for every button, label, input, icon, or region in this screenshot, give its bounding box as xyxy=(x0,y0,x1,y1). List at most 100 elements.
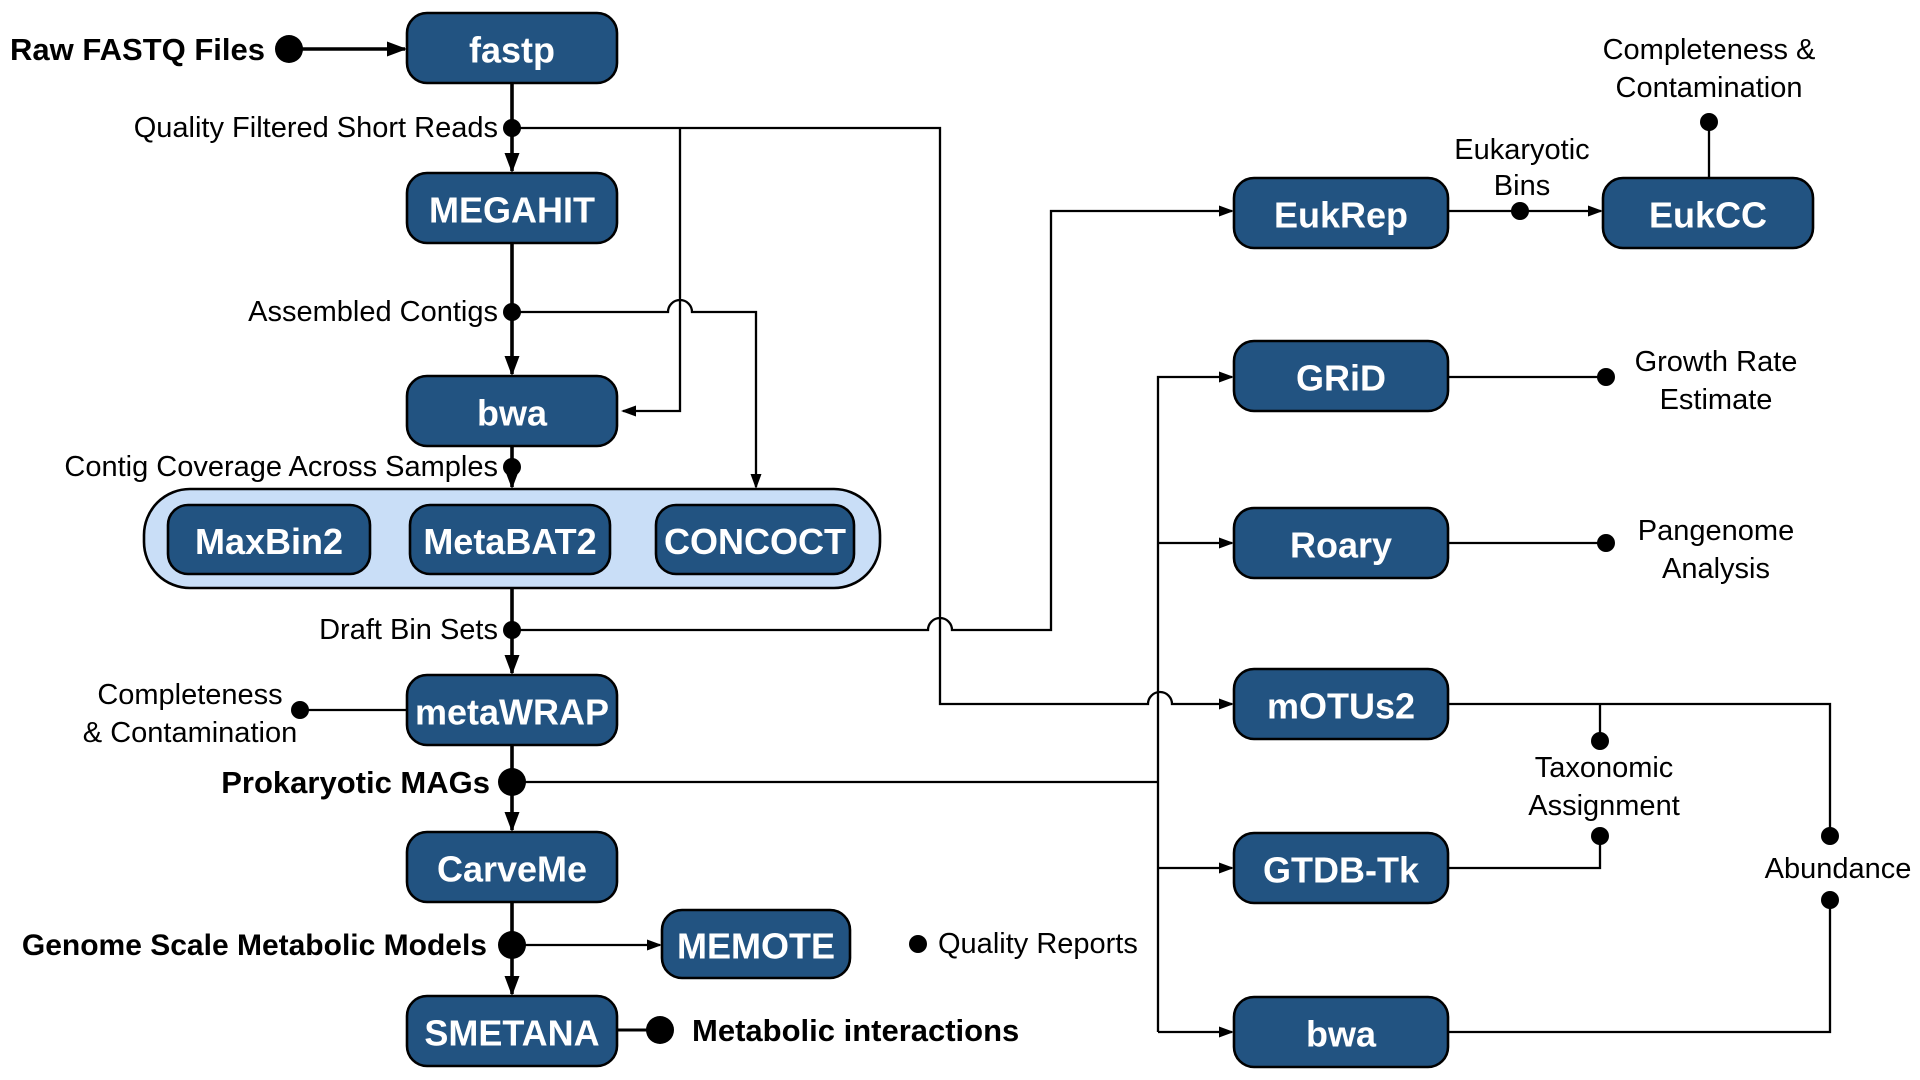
label-line-eukaryotic-bins-0: Eukaryotic xyxy=(1454,134,1589,166)
dot-prokaryotic-mags-dot xyxy=(498,768,526,796)
dot-taxonomic-top-dot xyxy=(1591,732,1609,750)
edge-bwa2-to-abundance xyxy=(1448,900,1832,1034)
edges-layer xyxy=(289,41,1832,1038)
node-label-bwa-1: bwa xyxy=(477,393,548,434)
dot-quality-reports-dot xyxy=(909,935,927,953)
edge-contigs-to-binning xyxy=(512,298,762,489)
label-line-assembled-contigs-0: Assembled Contigs xyxy=(248,296,498,328)
dot-abundance-top-dot xyxy=(1821,827,1839,845)
label-line-abundance-0: Abundance xyxy=(1765,853,1912,885)
label-line-genome-scale-models-0: Genome Scale Metabolic Models xyxy=(22,929,487,962)
dot-raw-fastq-dot xyxy=(275,35,303,63)
node-label-eukcc: EukCC xyxy=(1649,195,1767,236)
node-maxbin2: MaxBin2 xyxy=(166,503,372,576)
node-label-maxbin2: MaxBin2 xyxy=(195,521,343,562)
label-line-prokaryotic-mags-0: Prokaryotic MAGs xyxy=(221,765,490,800)
node-box-smetana xyxy=(405,994,619,1068)
node-eukrep: EukRep xyxy=(1232,176,1450,250)
label-raw-fastq-files: Raw FASTQ Files xyxy=(10,32,265,67)
node-label-metabat2: MetaBAT2 xyxy=(423,521,596,562)
node-smetana: SMETANA xyxy=(405,994,619,1068)
node-label-smetana: SMETANA xyxy=(424,1013,599,1054)
dot-metabolic-interactions-dot xyxy=(646,1016,674,1044)
label-completeness-contam-left: Completeness& Contamination xyxy=(83,679,297,749)
label-line-completeness-contam-top-1: Contamination xyxy=(1616,72,1803,104)
node-label-grid: GRiD xyxy=(1296,358,1386,399)
label-line-contig-coverage-0: Contig Coverage Across Samples xyxy=(64,451,498,483)
node-box-eukrep xyxy=(1232,176,1450,250)
dot-coverage-dot xyxy=(503,458,521,476)
label-assembled-contigs: Assembled Contigs xyxy=(248,296,498,328)
node-roary: Roary xyxy=(1232,506,1450,580)
node-eukcc: EukCC xyxy=(1601,176,1815,250)
node-concoct: CONCOCT xyxy=(654,503,856,576)
dot-reads-dot xyxy=(503,119,521,137)
label-line-growth-rate-estimate-1: Estimate xyxy=(1660,384,1773,416)
node-label-metawrap: metaWRAP xyxy=(415,692,609,733)
label-line-quality-filtered-reads-0: Quality Filtered Short Reads xyxy=(134,112,498,144)
label-line-taxonomic-assignment-1: Assignment xyxy=(1528,790,1680,822)
dot-abundance-bottom-dot xyxy=(1821,891,1839,909)
edge-reads-branch-to-bwa xyxy=(621,128,682,417)
label-line-eukaryotic-bins-1: Bins xyxy=(1494,170,1550,202)
dot-eukcc-completeness-dot xyxy=(1700,113,1718,131)
node-box-gtdbtk xyxy=(1232,831,1450,905)
dot-gsmm-dot xyxy=(498,931,526,959)
dot-growth-rate-dot xyxy=(1597,368,1615,386)
node-metawrap: metaWRAP xyxy=(405,673,619,747)
node-label-bwa-2: bwa xyxy=(1306,1014,1377,1055)
dot-completeness-dot xyxy=(291,701,309,719)
dot-draft-bins-dot xyxy=(503,621,521,639)
edge-gtdbtk-to-taxonomic xyxy=(1448,838,1602,870)
label-line-growth-rate-estimate-0: Growth Rate xyxy=(1635,346,1798,378)
label-line-quality-reports-0: Quality Reports xyxy=(938,928,1138,960)
node-box-carveme xyxy=(405,830,619,904)
label-contig-coverage: Contig Coverage Across Samples xyxy=(64,451,498,483)
label-prokaryotic-mags: Prokaryotic MAGs xyxy=(221,765,490,800)
edge-draftbins-to-eukrep xyxy=(512,205,1234,632)
node-box-concoct xyxy=(654,503,856,576)
node-label-eukrep: EukRep xyxy=(1274,195,1408,236)
label-line-draft-bin-sets-0: Draft Bin Sets xyxy=(319,614,498,646)
dot-contigs-dot xyxy=(503,303,521,321)
node-fastp: fastp xyxy=(405,11,619,85)
node-box-metabat2 xyxy=(408,503,612,576)
node-box-bwa-1 xyxy=(405,374,619,448)
node-label-concoct: CONCOCT xyxy=(664,521,846,562)
node-box-memote xyxy=(660,908,852,980)
edge-motus2-out xyxy=(1448,702,1832,836)
edge-mags-trunk-to-grid xyxy=(1156,371,1234,1032)
node-label-gtdbtk: GTDB-Tk xyxy=(1263,850,1420,891)
node-box-grid xyxy=(1232,339,1450,413)
node-metabat2: MetaBAT2 xyxy=(408,503,612,576)
label-draft-bin-sets: Draft Bin Sets xyxy=(319,614,498,646)
node-box-fastp xyxy=(405,11,619,85)
label-metabolic-interactions: Metabolic interactions xyxy=(692,1013,1019,1048)
dots-layer xyxy=(275,35,1839,1044)
node-box-metawrap xyxy=(405,673,619,747)
label-line-completeness-contam-top-0: Completeness & xyxy=(1603,34,1816,66)
node-grid: GRiD xyxy=(1232,339,1450,413)
label-line-completeness-contam-left-1: & Contamination xyxy=(83,717,297,749)
node-label-megahit: MEGAHIT xyxy=(429,190,595,231)
dot-taxonomic-bottom-dot xyxy=(1591,827,1609,845)
label-line-raw-fastq-files-0: Raw FASTQ Files xyxy=(10,32,265,67)
label-quality-reports: Quality Reports xyxy=(938,928,1138,960)
node-box-motus2 xyxy=(1232,667,1450,741)
node-label-motus2: mOTUs2 xyxy=(1267,686,1415,727)
node-label-roary: Roary xyxy=(1290,525,1392,566)
node-label-fastp: fastp xyxy=(469,30,555,71)
node-bwa-1: bwa xyxy=(405,374,619,448)
node-megahit: MEGAHIT xyxy=(405,171,619,245)
edge-reads-to-motus2 xyxy=(512,126,1234,710)
node-box-eukcc xyxy=(1601,176,1815,250)
label-line-pangenome-analysis-0: Pangenome xyxy=(1638,515,1794,547)
label-genome-scale-models: Genome Scale Metabolic Models xyxy=(22,929,487,962)
node-gtdbtk: GTDB-Tk xyxy=(1232,831,1450,905)
